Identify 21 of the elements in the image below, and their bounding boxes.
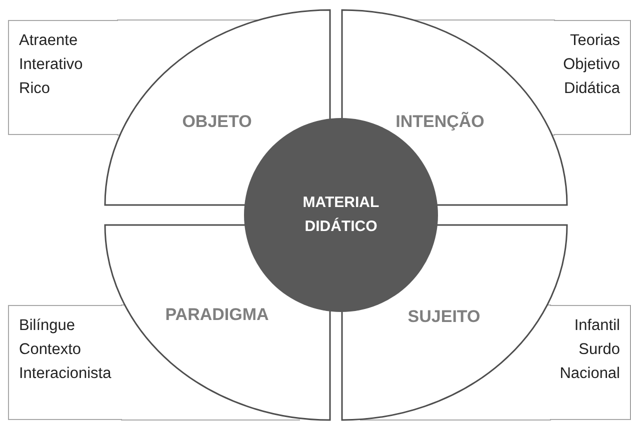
quadrant-label: INTENÇÃO — [396, 112, 484, 132]
list-box — [554, 20, 631, 135]
list-box — [8, 305, 122, 420]
list-item: Interativo — [19, 55, 83, 75]
list-item: Nacional — [560, 364, 620, 384]
quadrant-label: PARADIGMA — [165, 305, 269, 325]
quadrant-label: SUJEITO — [408, 307, 480, 327]
list-item: Interacionista — [19, 364, 112, 384]
list-item: Teorias — [570, 31, 620, 51]
list-item: Didática — [564, 79, 620, 99]
list-item: Bilíngue — [19, 316, 76, 336]
center-label: MATERIAL DIDÁTICO — [302, 193, 380, 237]
list-item: Atraente — [19, 31, 78, 51]
list-item: Contexto — [19, 340, 82, 360]
list-box — [8, 20, 118, 135]
list-item: Rico — [19, 79, 50, 99]
list-item: Surdo — [578, 340, 620, 360]
list-box — [550, 305, 631, 420]
list-item: Infantil — [574, 316, 620, 336]
quadrant-label: OBJETO — [182, 112, 252, 132]
list-item: Objetivo — [563, 55, 620, 75]
